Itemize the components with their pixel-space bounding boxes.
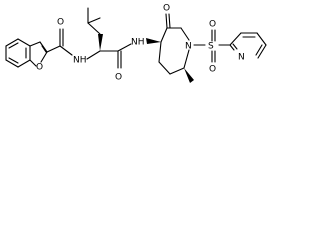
ring-nitrogen-label: N: [185, 42, 192, 52]
pyridine-nitrogen-label: N: [238, 53, 245, 63]
amide-1-oxygen-label: O: [57, 18, 64, 28]
azepanone-ring: [146, 13, 194, 83]
ketone-oxygen-label: O: [163, 4, 170, 14]
sulfonyl-oxygen-top-label: O: [209, 20, 216, 30]
stereo-wedge-1: [98, 34, 103, 51]
amide-1-nitrogen-label: NH: [73, 56, 87, 66]
leucine-backbone: [86, 7, 132, 69]
chemical-structure: O O NH O NH: [5, 4, 267, 83]
amide-2-nitrogen-label: NH: [131, 38, 145, 48]
stereo-wedge-2: [146, 38, 161, 44]
stereo-wedge-3: [184, 68, 194, 83]
pyridine-ring: [229, 32, 267, 59]
molecule-diagram: O O NH O NH: [0, 0, 275, 103]
amide-2-oxygen-label: O: [115, 73, 122, 83]
furan-oxygen-label: O: [36, 63, 43, 73]
sulfonyl-oxygen-bottom-label: O: [209, 65, 216, 75]
amide-1-bonds: [46, 28, 73, 56]
sulfur-label: S: [208, 42, 214, 52]
furan-ring: [29, 41, 48, 67]
sulfonyl-group: [193, 29, 231, 63]
benzene-ring: [5, 38, 31, 68]
